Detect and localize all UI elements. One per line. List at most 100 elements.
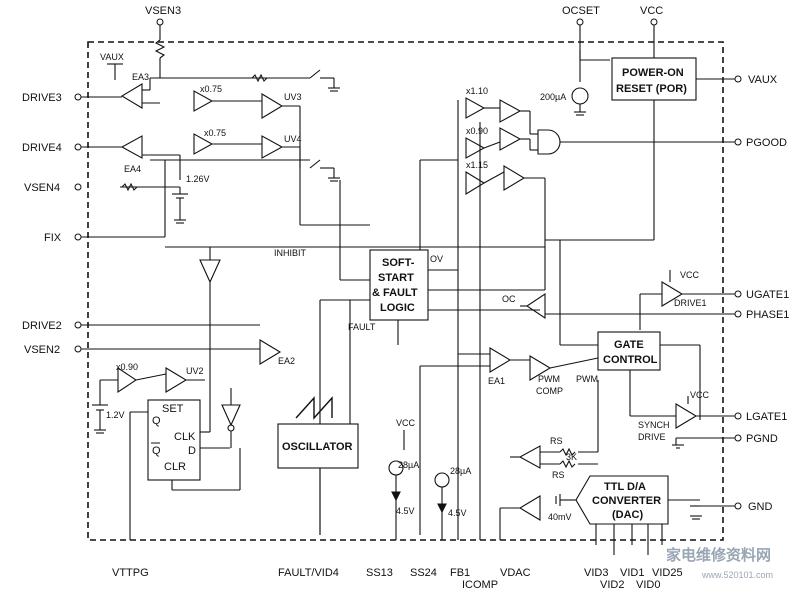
uv2-comparator [165, 367, 188, 393]
ea2-amplifier [259, 339, 282, 365]
pin-drive3: DRIVE3 [22, 92, 62, 104]
pin-ugate1: UGATE1 [746, 289, 789, 301]
pin-drive3-terminal [74, 93, 82, 101]
gate-label-1: GATE [614, 339, 644, 351]
label-drive1: DRIVE1 [674, 298, 707, 308]
pin-vcc: VCC [640, 5, 663, 17]
label-28ua-a: 28µA [398, 460, 419, 470]
label-vaux-small: VAUX [100, 52, 124, 62]
pin-vsen4-terminal [74, 183, 82, 191]
pin-pgood: PGOOD [746, 137, 787, 149]
gate-label-2: CONTROL [603, 354, 658, 366]
and-gate [537, 129, 561, 155]
label-ea3: EA3 [132, 72, 149, 82]
dac-label-2: CONVERTER [592, 495, 661, 507]
current-sense-amp [518, 445, 541, 469]
pin-vsen4: VSEN4 [24, 182, 60, 194]
label-pwm-comp-1: PWM [538, 374, 560, 384]
label-rs-2: RS [552, 470, 565, 480]
label-uv4: UV4 [284, 134, 302, 144]
pwm-comparator [529, 355, 552, 381]
latch-set: SET [162, 403, 184, 415]
pin-fix: FIX [44, 232, 62, 244]
ea1-amplifier [489, 347, 512, 373]
pin-fault-vid4: FAULT/VID4 [278, 567, 339, 579]
set-latch [147, 399, 201, 481]
latch-q: Q [152, 415, 161, 427]
dac-label-1: TTL D/A [604, 481, 646, 493]
pin-ocset: OCSET [562, 5, 600, 17]
pin-vaux-terminal [734, 75, 742, 83]
por-label-2: RESET (POR) [616, 83, 687, 95]
pin-ocset-terminal [576, 18, 584, 26]
pin-vttpg: VTTPG [112, 567, 149, 579]
label-vcc-lgate: VCC [690, 390, 710, 400]
chip-boundary [87, 41, 724, 541]
label-200ua: 200µA [540, 92, 566, 102]
pin-vsen2-terminal [74, 345, 82, 353]
pin-drive2-terminal [74, 321, 82, 329]
label-1-26v: 1.26V [186, 174, 210, 184]
pin-fb1: FB1 [450, 567, 470, 579]
pin-fix-terminal [74, 233, 82, 241]
label-ov: OV [430, 254, 443, 264]
x075-amp-a [193, 90, 214, 112]
label-vcc-ss: VCC [396, 418, 416, 428]
label-28ua-b: 28µA [450, 466, 471, 476]
label-40mv: 40mV [548, 512, 572, 522]
label-synch-1: SYNCH [638, 420, 670, 430]
soft-start-block [369, 249, 429, 321]
label-uv3: UV3 [284, 92, 302, 102]
pin-phase1-terminal [734, 310, 742, 318]
pin-ugate1-terminal [734, 290, 742, 298]
oc-comparator [526, 292, 546, 320]
inhibit-buffer [199, 259, 221, 284]
soft-label-4: LOGIC [380, 302, 415, 314]
por-label-1: POWER-ON [622, 67, 684, 79]
label-synch-2: DRIVE [638, 432, 666, 442]
label-inhibit: INHIBIT [274, 248, 307, 258]
label-uv2: UV2 [186, 366, 204, 376]
ea3-amplifier [120, 83, 143, 109]
label-x110: x1.10 [466, 86, 488, 96]
ov-comparator-a [499, 99, 522, 123]
pin-gnd: GND [748, 501, 773, 513]
pin-vdac: VDAC [500, 567, 531, 579]
pin-gnd-terminal [734, 502, 742, 510]
label-x075b: x0.75 [204, 128, 226, 138]
soft-label-2: START [378, 272, 414, 284]
pin-drive4-terminal [74, 143, 82, 151]
label-x115: x1.15 [466, 160, 488, 170]
pin-vsen2: VSEN2 [24, 344, 60, 356]
pin-pgnd-terminal [734, 434, 742, 442]
pin-icomp: ICOMP [462, 579, 498, 591]
pin-vaux: VAUX [748, 74, 778, 86]
pin-vid2: VID2 [600, 579, 624, 591]
label-4-5v-b: 4.5V [448, 508, 467, 518]
ea4-amplifier [120, 135, 143, 159]
dac-label-3: (DAC) [612, 509, 643, 521]
latch-d: D [188, 445, 196, 457]
ov-comparator-c [503, 165, 526, 191]
pin-pgood-terminal [734, 138, 742, 146]
synch-drive-buffer [675, 403, 698, 429]
pin-ss13: SS13 [366, 567, 393, 579]
pin-vcc-terminal [650, 18, 658, 26]
latch-inverter [221, 404, 241, 427]
soft-label-1: SOFT- [382, 257, 415, 269]
pin-lgate1-terminal [734, 412, 742, 420]
label-ea4: EA4 [124, 164, 141, 174]
label-1-2v: 1.2V [106, 410, 125, 420]
watermark-cn: 家电维修资料网 [666, 546, 771, 564]
soft-label-3: & FAULT [372, 287, 418, 299]
pin-vsen3: VSEN3 [145, 5, 181, 17]
x110-amp [465, 97, 486, 119]
label-4-5v-a: 4.5V [396, 506, 415, 516]
latch-clr: CLR [164, 461, 186, 473]
label-vcc-drive1: VCC [680, 270, 700, 280]
pin-pgnd: PGND [746, 433, 778, 445]
label-x090a: x0.90 [116, 362, 138, 372]
pin-vid0: VID0 [636, 579, 660, 591]
pin-vsen3-terminal [156, 18, 164, 26]
uv4-comparator [261, 135, 284, 159]
